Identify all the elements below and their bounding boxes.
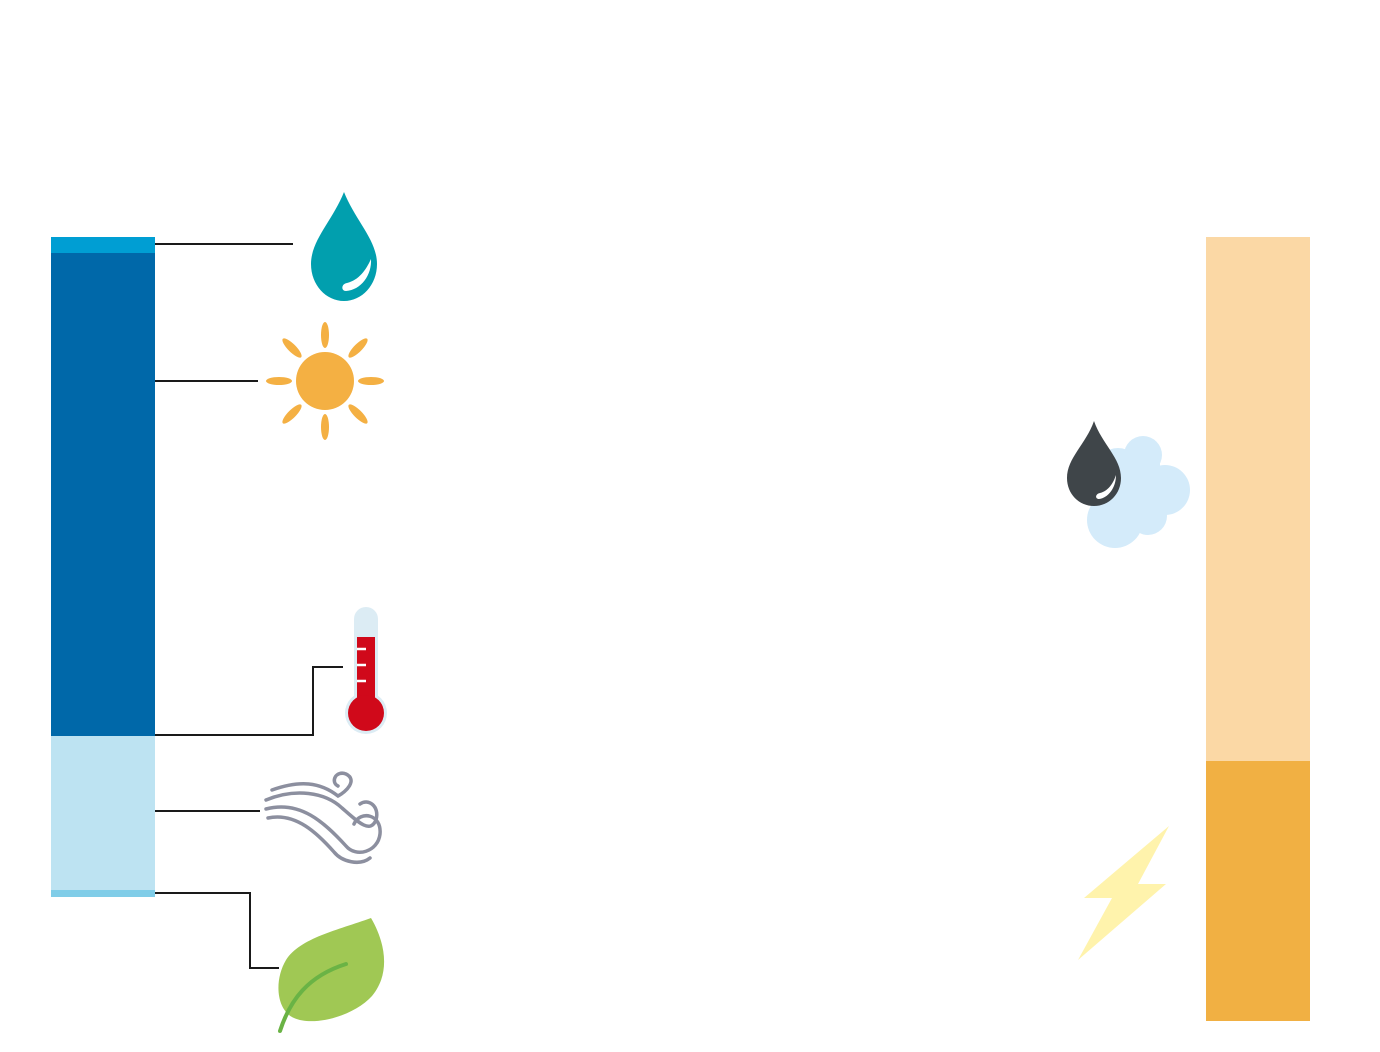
- left-bar-segment-sun: [51, 253, 155, 736]
- left-stacked-bar: [51, 237, 155, 897]
- lightning-icon: [1078, 826, 1169, 960]
- left-bar-segment-water: [51, 237, 155, 253]
- right-bar-segment-bottom: [1206, 761, 1310, 1021]
- leader-lines: [155, 243, 343, 969]
- water-drop-icon: [311, 192, 377, 301]
- cloud-rain-icon: [1067, 421, 1190, 548]
- wind-icon: [264, 771, 382, 864]
- thermometer-icon: [345, 607, 387, 734]
- right-stacked-bar: [1206, 237, 1310, 1021]
- leader-line-thermo: [155, 666, 343, 736]
- leaf-icon: [278, 918, 385, 1033]
- sun-icon: [266, 322, 384, 440]
- leader-line-leaf: [155, 892, 279, 969]
- left-bar-segment-wind: [51, 890, 155, 897]
- left-bar-segment-thermo: [51, 736, 155, 890]
- right-bar-segment-top: [1206, 237, 1310, 761]
